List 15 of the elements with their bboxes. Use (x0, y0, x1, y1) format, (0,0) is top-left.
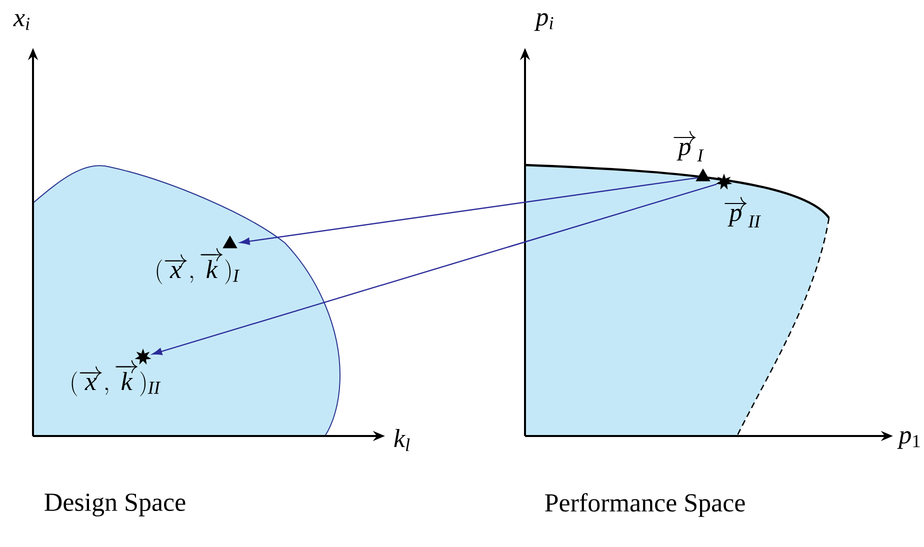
point-label: $(\overrightarrow{x},\overrightarrow{k})_{I}$ (156, 248, 240, 284)
triangle-marker (222, 236, 238, 248)
panel-caption: Performance Space (545, 493, 745, 517)
star-marker (716, 174, 732, 190)
axis-label: $k_{l}$ (394, 428, 410, 452)
triangle-marker (696, 168, 710, 182)
arrow (240, 177, 698, 245)
axis-label: $p_{1}$ (897, 431, 920, 449)
axis-label: $x_{i}$ (13, 14, 30, 30)
panel-caption: Design Space (44, 494, 186, 516)
axis-label: $p_{i}$ (534, 13, 554, 31)
point-label: $\overrightarrow{p}_{II}$ (724, 197, 761, 228)
arrow (152, 184, 717, 356)
point-label: $\overrightarrow{p}_{I}$ (674, 131, 704, 162)
point-label: $(\overrightarrow{x},\overrightarrow{k})_{II}$ (72, 360, 161, 396)
